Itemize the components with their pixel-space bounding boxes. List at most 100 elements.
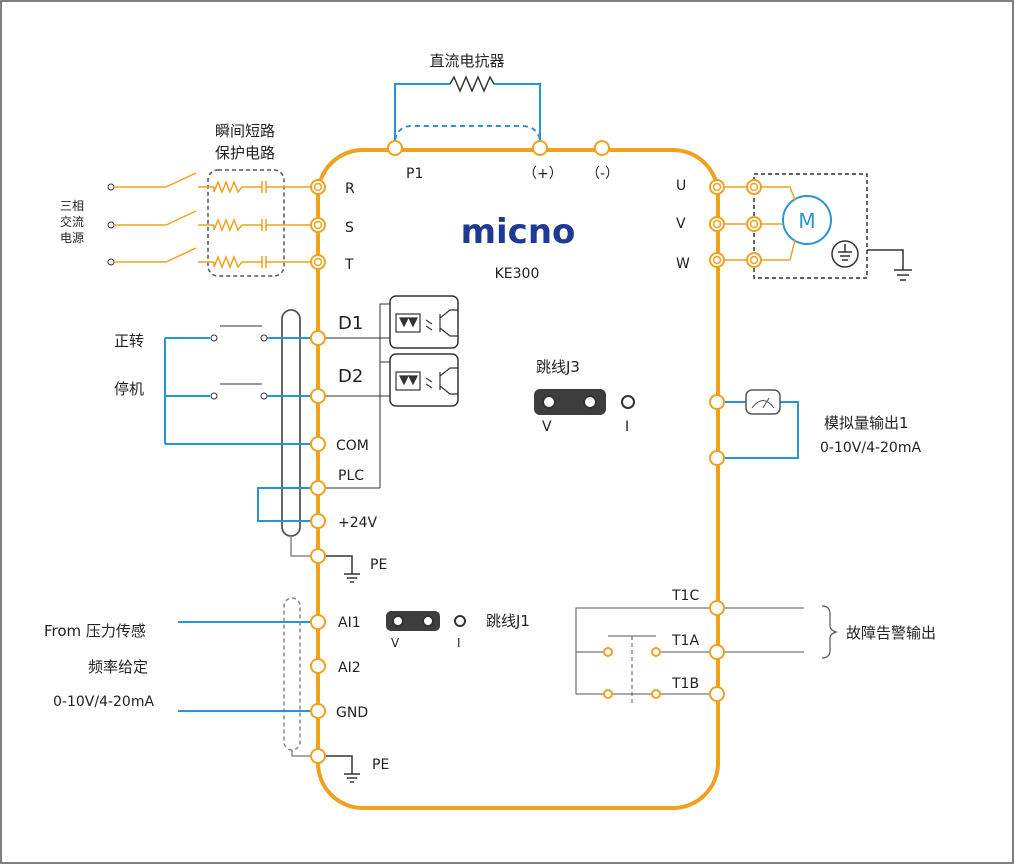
- terminal-minus: [594, 140, 610, 156]
- switch-blade-r: [165, 172, 197, 188]
- source-node-t: [107, 258, 115, 266]
- terminal-24v: [310, 513, 326, 529]
- terminal-com: [310, 436, 326, 452]
- switch-blade-s: [165, 210, 197, 226]
- motor-terminal-u-inner: [749, 182, 759, 192]
- terminal-r-label: R: [345, 181, 355, 197]
- motor-lead-w: [761, 239, 796, 261]
- terminal-w-label: W: [676, 256, 690, 272]
- jumper-j3-title: 跳线J3: [536, 358, 580, 376]
- relay-t1b-label: T1B: [671, 676, 699, 692]
- jumper-j3-i: I: [625, 419, 629, 435]
- p1-label: P1: [406, 166, 423, 182]
- terminal-s-inner: [313, 220, 323, 230]
- jumper-j3: [534, 389, 635, 415]
- terminal-ao1: [709, 394, 725, 410]
- protect-label-line2: 保护电路: [215, 144, 275, 162]
- terminal-s-label: S: [345, 220, 354, 236]
- terminal-plus: [532, 140, 548, 156]
- terminal-gnd: [310, 703, 326, 719]
- analog-output-section: [718, 389, 799, 459]
- analog-input-section: [178, 597, 466, 783]
- stop-label: 停机: [114, 380, 144, 398]
- plus-label: （+）: [523, 166, 563, 182]
- terminal-plc: [310, 480, 326, 496]
- terminal-ai2: [310, 658, 326, 674]
- source-label-line2: 交流: [60, 214, 84, 229]
- motor-lead-u: [761, 186, 796, 201]
- analog-shield: [283, 597, 301, 751]
- terminal-p1: [387, 140, 403, 156]
- relay-brace: [821, 605, 838, 659]
- jumper-j3-v: V: [542, 419, 552, 435]
- terminal-v-inner: [712, 219, 722, 229]
- terminal-ao-com: [709, 450, 725, 466]
- motor-circle: [782, 195, 832, 245]
- terminal-d2: [310, 388, 326, 404]
- analog-in-line3: 0-10V/4-20mA: [53, 694, 154, 710]
- relay-t1a-label: T1A: [671, 633, 699, 649]
- source-label-line1: 三相: [60, 199, 84, 213]
- protect-label-line1: 瞬间短路: [215, 122, 275, 140]
- resistor-t: [213, 254, 243, 270]
- terminal-t1b: [709, 686, 725, 702]
- source-label-line3: 电源: [60, 231, 84, 245]
- analog-in-line2: 频率给定: [88, 658, 148, 676]
- relay-t1c-label: T1C: [671, 588, 699, 604]
- terminal-24v-label: +24V: [338, 515, 378, 531]
- terminal-r-inner: [313, 182, 323, 192]
- terminal-pe2-label: PE: [372, 757, 389, 773]
- source-node-r: [107, 183, 115, 191]
- optocoupler-1: [389, 295, 459, 349]
- terminal-pe2: [310, 748, 326, 764]
- terminal-plc-label: PLC: [338, 468, 364, 484]
- terminal-gnd-label: GND: [336, 705, 368, 721]
- jumper-j1-v: V: [391, 636, 400, 650]
- analog-out-line1: 模拟量输出1: [824, 414, 909, 432]
- motor-terminal-v-inner: [749, 219, 759, 229]
- terminal-t1c: [709, 600, 725, 616]
- dc-reactor-label: 直流电抗器: [429, 52, 504, 70]
- analog-out-line2: 0-10V/4-20mA: [820, 440, 921, 456]
- text-labels: 直流电抗器 P1 （+） （-） 瞬间短路 保护电路 三相 交流 电源 R S …: [44, 52, 936, 773]
- terminal-d2-label: D2: [338, 366, 363, 387]
- model-label: KE300: [495, 266, 540, 282]
- terminal-pe-label: PE: [370, 557, 387, 573]
- inverter-body: [316, 148, 720, 810]
- power-input: [207, 169, 285, 277]
- protection-box: [207, 169, 285, 277]
- jumper-j1-i: I: [457, 636, 461, 650]
- relay-output-label: 故障告警输出: [846, 624, 936, 642]
- terminal-t-inner: [313, 257, 323, 267]
- dc-reactor: [394, 75, 541, 148]
- terminal-d1-label: D1: [338, 313, 363, 334]
- terminal-t1a: [709, 644, 725, 660]
- resistor-symbol: [449, 75, 495, 93]
- resistor-r: [213, 179, 243, 195]
- minus-label: （-）: [586, 166, 619, 182]
- terminal-w-inner: [712, 255, 722, 265]
- optocoupler-2: [389, 353, 459, 407]
- terminal-v-label: V: [676, 216, 686, 232]
- digital-input-section: [164, 295, 459, 583]
- generated-layer: [107, 140, 796, 764]
- jumper-j1-title: 跳线J1: [486, 612, 530, 630]
- terminal-u-label: U: [676, 178, 686, 194]
- source-node-s: [107, 221, 115, 229]
- switch-blade-t: [165, 247, 197, 263]
- terminal-com-label: COM: [336, 438, 369, 454]
- motor-label: M: [798, 209, 815, 233]
- terminal-ai1-label: AI1: [338, 615, 361, 631]
- resistor-s: [213, 217, 243, 233]
- analog-in-line1: From 压力传感: [44, 622, 146, 640]
- relay-section: [575, 605, 838, 704]
- brand-logo: micno: [461, 212, 576, 252]
- terminal-d1: [310, 330, 326, 346]
- terminal-ai2-label: AI2: [338, 660, 361, 676]
- ground-symbol-circle: [831, 240, 859, 268]
- terminal-u-inner: [712, 182, 722, 192]
- terminal-pe: [310, 548, 326, 564]
